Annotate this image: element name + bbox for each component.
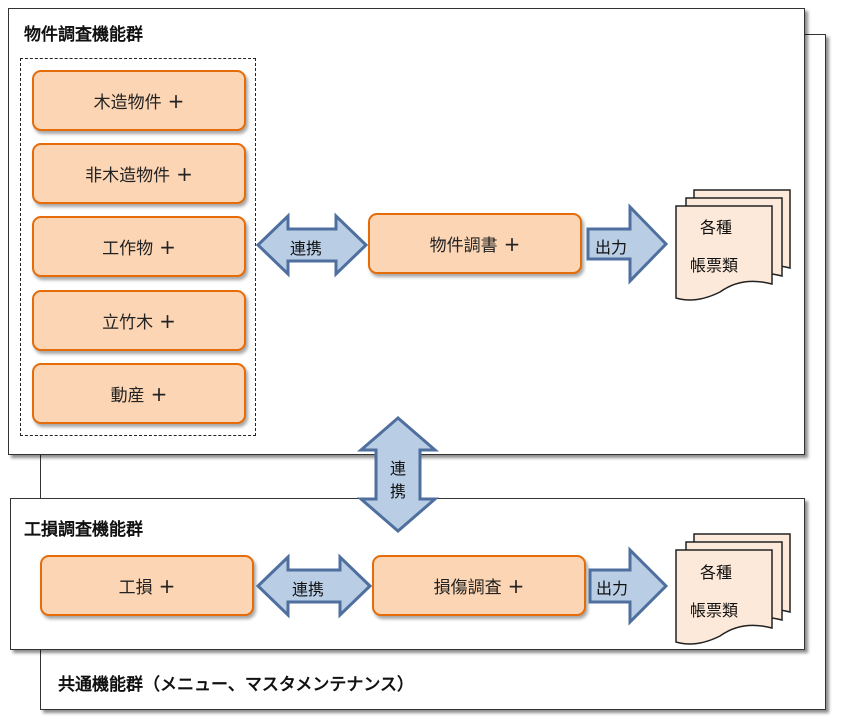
- property-documents-line1: 各種: [700, 218, 733, 237]
- common-group-title: 共通機能群（メニュー、マスタメンテナンス）: [58, 675, 414, 695]
- expand-plus-icon: +: [167, 88, 185, 113]
- property-type-non-wooden[interactable]: 非木造物件+: [32, 143, 246, 204]
- group-link-label-char2: 携: [390, 482, 407, 501]
- property-type-label: 動産: [110, 386, 145, 406]
- property-type-label: 工作物: [102, 239, 154, 259]
- property-group-title: 物件調査機能群: [24, 25, 143, 45]
- documents-stack-icon: [675, 189, 791, 301]
- damage-survey-label: 損傷調査: [433, 578, 502, 598]
- damage-source-box[interactable]: 工損+: [40, 555, 254, 616]
- property-survey-box[interactable]: 物件調書+: [368, 213, 582, 274]
- expand-plus-icon: +: [176, 161, 193, 186]
- property-type-label: 立竹木: [102, 313, 154, 333]
- expand-plus-icon: +: [159, 308, 176, 333]
- damage-survey-box[interactable]: 損傷調査+: [372, 555, 586, 616]
- damage-documents-line1: 各種: [700, 563, 733, 582]
- link-double-arrow: [255, 212, 369, 278]
- property-output-label: 出力: [595, 238, 628, 257]
- property-type-movables[interactable]: 動産+: [32, 363, 246, 424]
- group-link-label-char1: 連: [390, 459, 407, 478]
- expand-plus-icon: +: [158, 573, 176, 598]
- property-documents-line2: 帳票類: [690, 256, 739, 275]
- property-link-label: 連携: [290, 239, 323, 258]
- group-link-vertical-arrow: [356, 416, 440, 533]
- damage-source-label: 工損: [118, 578, 153, 598]
- output-arrow: [588, 546, 669, 626]
- documents-stack-icon: [675, 533, 791, 645]
- expand-plus-icon: +: [159, 234, 176, 259]
- property-type-label: 非木造物件: [85, 166, 171, 186]
- damage-group-title: 工損調査機能群: [24, 520, 143, 540]
- expand-plus-icon: +: [507, 573, 525, 598]
- damage-documents-line2: 帳票類: [690, 601, 739, 620]
- property-type-label: 木造物件: [93, 93, 162, 113]
- output-arrow: [586, 203, 669, 285]
- property-type-wooden[interactable]: 木造物件+: [32, 70, 246, 131]
- link-double-arrow: [255, 553, 373, 619]
- property-types-frame: [20, 58, 256, 436]
- property-type-structure[interactable]: 工作物+: [32, 216, 246, 277]
- damage-output-label: 出力: [596, 579, 629, 598]
- property-survey-label: 物件調書: [429, 236, 498, 256]
- expand-plus-icon: +: [150, 381, 168, 406]
- expand-plus-icon: +: [503, 231, 521, 256]
- property-type-trees[interactable]: 立竹木+: [32, 290, 246, 351]
- damage-link-label: 連携: [292, 580, 325, 599]
